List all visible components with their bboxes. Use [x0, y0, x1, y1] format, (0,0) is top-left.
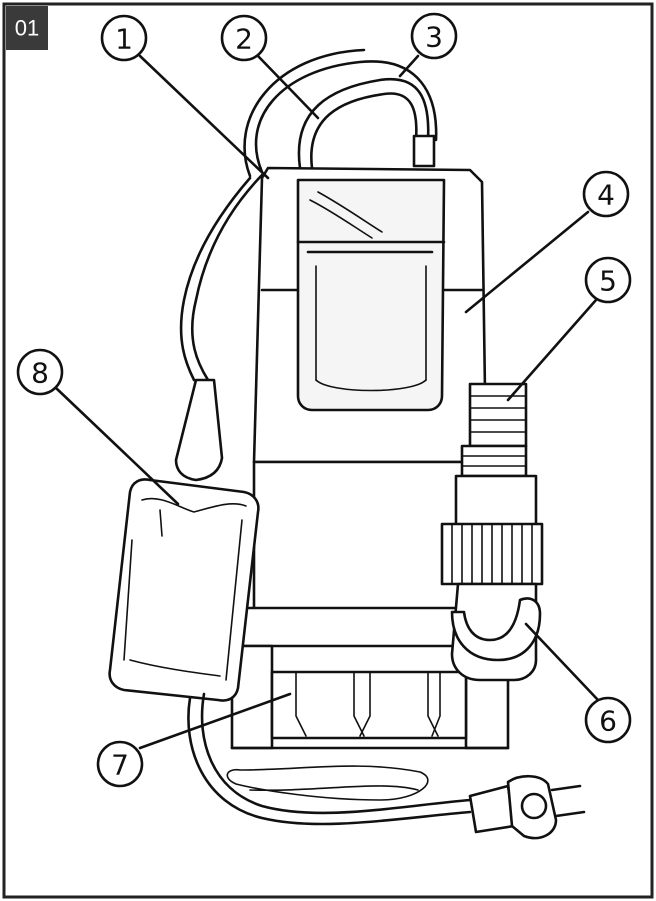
callout-circle-1: [100, 14, 148, 62]
carry-handle: [243, 48, 438, 178]
callout-circle-2: [220, 14, 268, 62]
callout-7: 7: [96, 740, 144, 788]
callout-label-2: 2: [235, 23, 253, 56]
leader-line-7: [138, 692, 292, 750]
callout-label-1: 1: [115, 23, 133, 56]
callout-circle-7: [96, 740, 144, 788]
leader-line-4: [464, 210, 590, 314]
leader-lines: [54, 54, 600, 750]
callout-6: 6: [584, 696, 632, 744]
callout-label-4: 4: [597, 179, 615, 212]
callout-circle-4: [582, 170, 630, 218]
pump-illustration: [108, 48, 586, 840]
callout-circle-8: [16, 348, 64, 396]
callout-label-3: 3: [425, 21, 443, 54]
pump-housing: [252, 166, 488, 464]
callout-label-8: 8: [31, 357, 49, 390]
figure-number-text: 01: [15, 16, 39, 41]
callout-3: 3: [410, 12, 458, 60]
leader-line-5: [506, 298, 598, 402]
float-switch: [108, 378, 260, 702]
leader-line-1: [138, 54, 270, 180]
hose-connector: [440, 382, 544, 682]
callout-1: 1: [100, 14, 148, 62]
leader-line-2: [256, 54, 320, 120]
leader-line-3: [398, 54, 420, 78]
callout-4: 4: [582, 170, 630, 218]
callout-label-5: 5: [599, 265, 617, 298]
leader-line-6: [524, 622, 600, 702]
callout-label-6: 6: [599, 705, 617, 738]
power-cord: [187, 692, 586, 840]
callout-circle-3: [410, 12, 458, 60]
callout-circle-6: [584, 696, 632, 744]
callout-circle-5: [584, 256, 632, 304]
figure-number-badge: 01: [6, 6, 48, 50]
leader-line-8: [54, 386, 180, 506]
callout-8: 8: [16, 348, 64, 396]
callout-2: 2: [220, 14, 268, 62]
callout-5: 5: [584, 256, 632, 304]
callout-label-7: 7: [111, 749, 129, 782]
